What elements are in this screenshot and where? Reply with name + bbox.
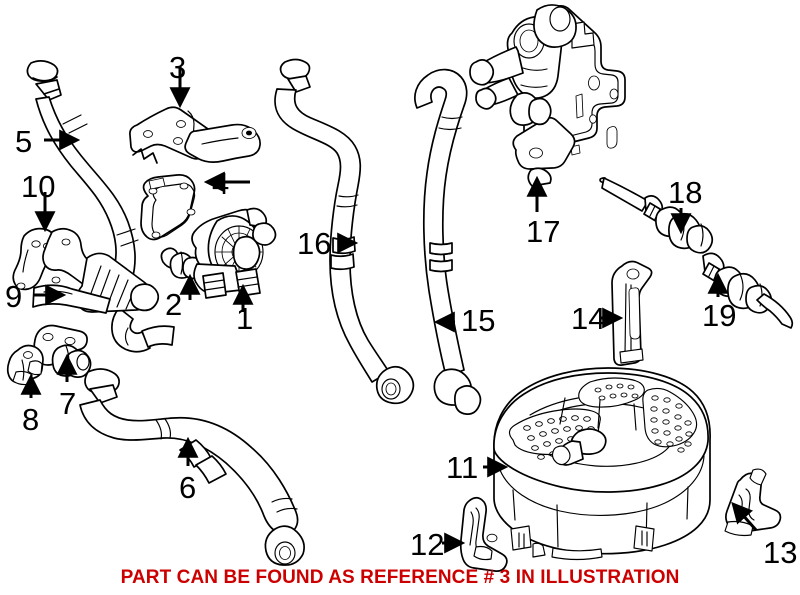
part-mounting-bracket-with-arm[interactable] [129,106,261,164]
callout-label-19[interactable]: 19 [702,298,737,333]
part-long-coolant-line-left[interactable] [274,58,415,405]
part-lower-coolant-hose[interactable] [79,368,305,566]
part-coolant-changeover-actuator[interactable] [32,227,160,314]
callout-label-18[interactable]: 18 [668,175,703,210]
callout-label-9[interactable]: 9 [5,279,23,314]
callout-label-6[interactable]: 6 [179,470,197,505]
part-valve-assembly-with-bracket[interactable] [469,4,626,187]
callout-label-4[interactable]: 4 [212,166,230,201]
reference-note: PART CAN BE FOUND AS REFERENCE # 3 IN IL… [120,567,680,588]
callout-label-15[interactable]: 15 [461,303,496,338]
part-long-coolant-line-right[interactable] [414,68,482,415]
callout-label-8[interactable]: 8 [22,402,40,437]
callout-leader-lines [20,66,758,554]
perforation-pattern-right [650,395,693,453]
callout-label-13[interactable]: 13 [763,535,798,570]
part-retaining-clip[interactable] [6,344,44,386]
callout-label-5[interactable]: 5 [15,124,33,159]
callout-label-10[interactable]: 10 [21,169,56,204]
part-coolant-reservoir-tank[interactable] [493,367,711,561]
callout-label-1[interactable]: 1 [236,301,254,336]
callout-label-3[interactable]: 3 [169,50,187,85]
part-slotted-support-bracket[interactable] [611,260,653,366]
callout-label-16[interactable]: 16 [297,226,332,261]
callout-label-17[interactable]: 17 [526,214,561,249]
callout-label-7[interactable]: 7 [59,386,77,421]
part-auxiliary-water-pump[interactable] [191,207,277,299]
callout-label-11[interactable]: 11 [446,450,479,485]
callout-label-12[interactable]: 12 [410,527,445,562]
callout-label-2[interactable]: 2 [165,287,183,322]
part-pump-gasket-seal[interactable] [140,174,196,241]
perforation-pattern-top [594,383,639,401]
callout-label-14[interactable]: 14 [571,301,606,336]
